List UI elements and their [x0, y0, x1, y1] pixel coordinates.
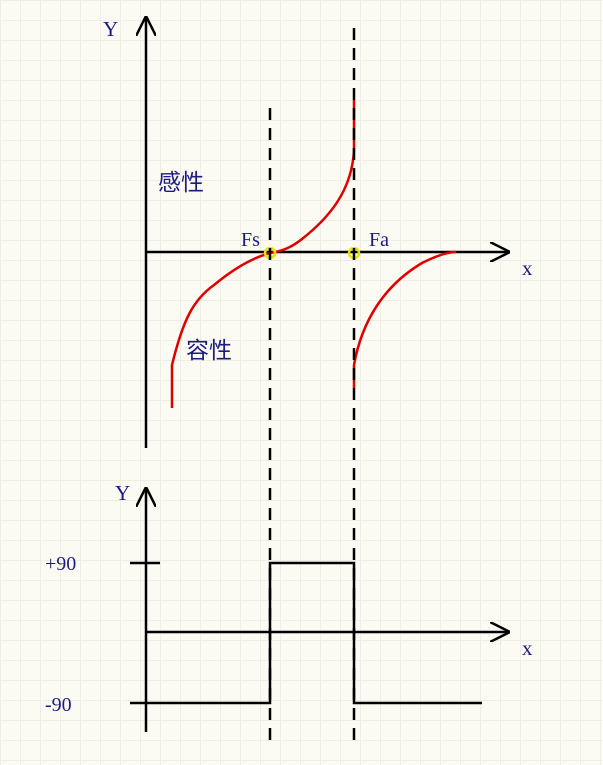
plus-90-label: +90	[45, 553, 76, 575]
top-x-axis-label: x	[522, 256, 533, 280]
inductive-curve	[269, 100, 356, 255]
top-y-axis-label: Y	[103, 17, 118, 41]
bottom-plot: Y x +90 -90	[45, 481, 533, 732]
minus-90-label: -90	[45, 694, 72, 716]
top-plot: Y x 感性 容性 Fs Fa	[103, 16, 533, 448]
inductive-label: 感性	[158, 170, 204, 196]
capacitive-curve-lower	[170, 251, 271, 408]
capacitive-curve-upper	[352, 250, 457, 388]
capacitive-label: 容性	[186, 338, 232, 364]
fa-label: Fa	[369, 229, 389, 251]
bottom-y-axis-label: Y	[115, 481, 130, 505]
fs-label: Fs	[241, 229, 260, 251]
phase-step-line	[130, 561, 482, 705]
bottom-x-axis-label: x	[522, 636, 533, 660]
